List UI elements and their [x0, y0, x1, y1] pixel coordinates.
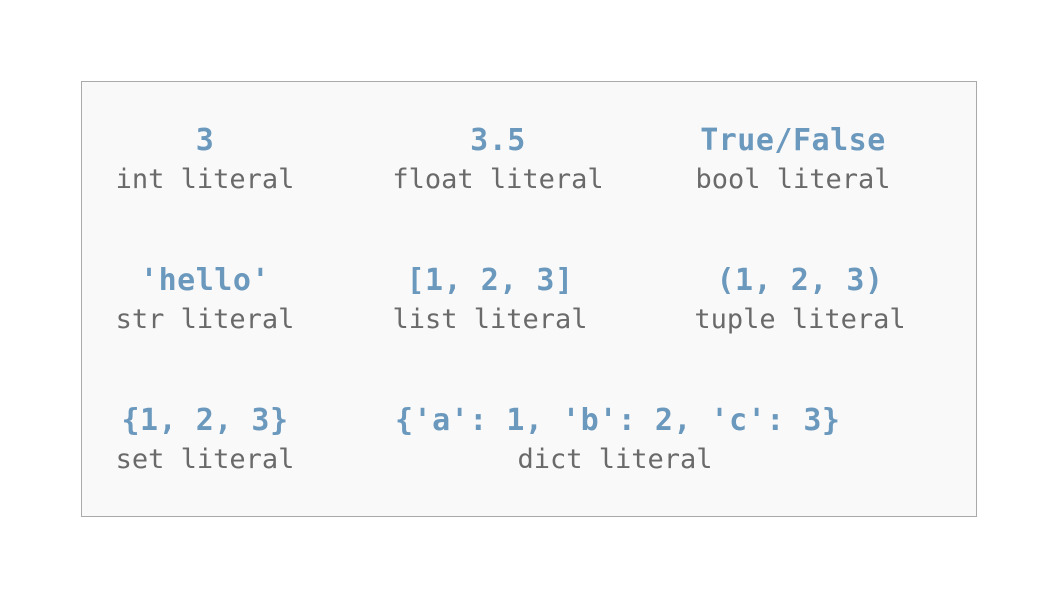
literal-set-label: set literal [115, 444, 295, 475]
literal-dict: {'a': 1, 'b': 2, 'c': 3} dict literal [395, 403, 841, 475]
literal-str-label: str literal [115, 304, 295, 335]
literal-float-label: float literal [392, 164, 604, 195]
literal-float: 3.5 float literal [388, 124, 608, 195]
literal-set-value: {1, 2, 3} [121, 403, 289, 438]
literal-list: [1, 2, 3] list literal [380, 264, 600, 335]
literal-bool-value: True/False [700, 123, 886, 158]
literal-tuple-value: (1, 2, 3) [716, 263, 884, 298]
literal-tuple-label: tuple literal [694, 304, 906, 335]
literal-int: 3 int literal [105, 124, 305, 195]
literal-bool: True/False bool literal [683, 124, 903, 195]
literal-bool-label: bool literal [695, 164, 891, 195]
literal-list-value: [1, 2, 3] [406, 263, 574, 298]
literal-str: 'hello' str literal [105, 264, 305, 335]
literal-int-value: 3 [195, 123, 215, 158]
literal-float-value: 3.5 [470, 123, 526, 158]
literal-dict-label: dict literal [517, 444, 713, 475]
literal-list-label: list literal [392, 304, 588, 335]
literal-int-label: int literal [115, 164, 295, 195]
literals-panel [81, 81, 977, 517]
literal-str-value: 'hello' [140, 263, 270, 298]
literal-tuple: (1, 2, 3) tuple literal [680, 264, 920, 335]
literal-dict-value: {'a': 1, 'b': 2, 'c': 3} [395, 403, 841, 438]
literal-set: {1, 2, 3} set literal [105, 404, 305, 475]
